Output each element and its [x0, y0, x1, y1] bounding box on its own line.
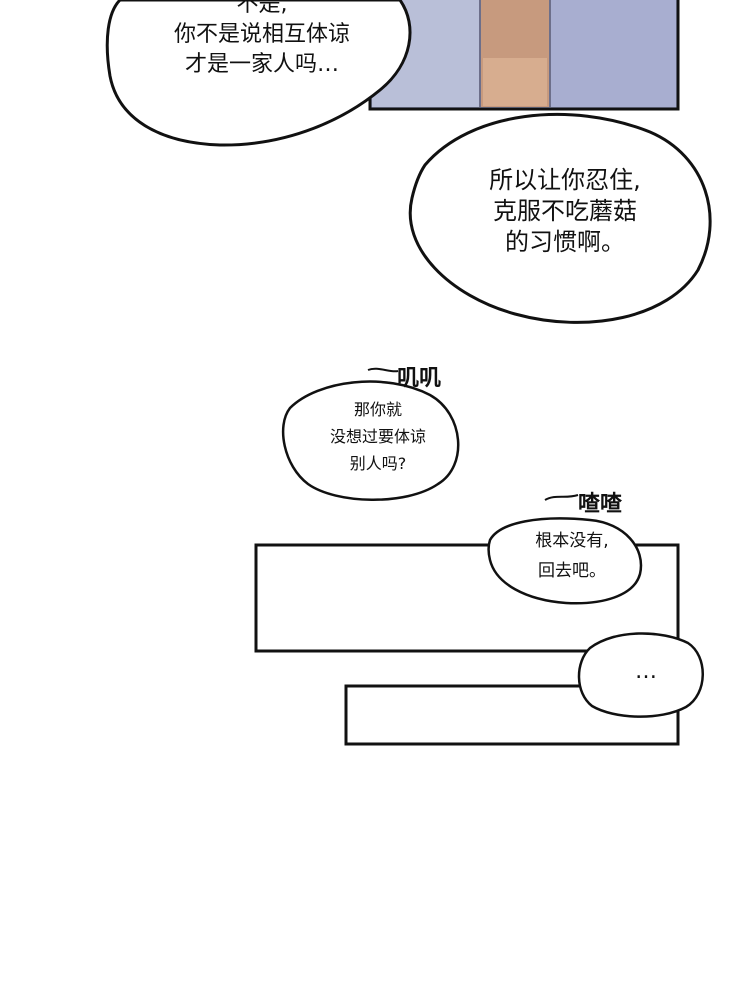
sfx-tail-1 — [367, 367, 399, 373]
speech-bubble-1-text: 不是, 你不是说相互体谅 才是一家人吗… — [132, 0, 392, 80]
speech-bubble-5-text: … — [635, 659, 657, 684]
speech-bubble-3 — [281, 380, 460, 501]
sfx-tail-2 — [544, 494, 579, 501]
bubble-2-line-3: 的习惯啊。 — [505, 228, 625, 256]
bubble-2-line-2: 克服不吃蘑菇 — [493, 197, 637, 225]
bubble-2-line-1: 所以让你忍住, — [489, 166, 641, 194]
bubble-1-line-1: 不是, — [236, 0, 288, 17]
bubble-1-line-3: 才是一家人吗… — [184, 52, 339, 77]
speech-bubble-3-text: 那你就 没想过要体谅 别人吗? — [300, 396, 456, 477]
speech-bubble-2 — [408, 112, 712, 324]
speech-bubble-1 — [105, 0, 412, 147]
top-panel-art — [368, 0, 680, 111]
bubble-3-line-3: 别人吗? — [349, 454, 407, 473]
sound-effect-1: 叽叽 — [397, 366, 442, 391]
bubble-3-line-2: 没想过要体谅 — [329, 427, 426, 446]
bubble-4-line-1: 根本没有, — [535, 531, 609, 551]
bubble-1-line-2: 你不是说相互体谅 — [173, 22, 350, 47]
speech-bubble-4-text: 根本没有, 回去吧。 — [506, 526, 638, 586]
bubble-3-line-1: 那你就 — [353, 400, 402, 419]
speech-bubble-5 — [577, 632, 704, 718]
speech-bubble-4 — [487, 517, 643, 605]
sound-effect-2: 喳喳 — [578, 492, 623, 517]
speech-bubble-2-text: 所以让你忍住, 克服不吃蘑菇 的习惯啊。 — [455, 165, 675, 258]
bubble-4-line-2: 回去吧。 — [538, 561, 606, 581]
